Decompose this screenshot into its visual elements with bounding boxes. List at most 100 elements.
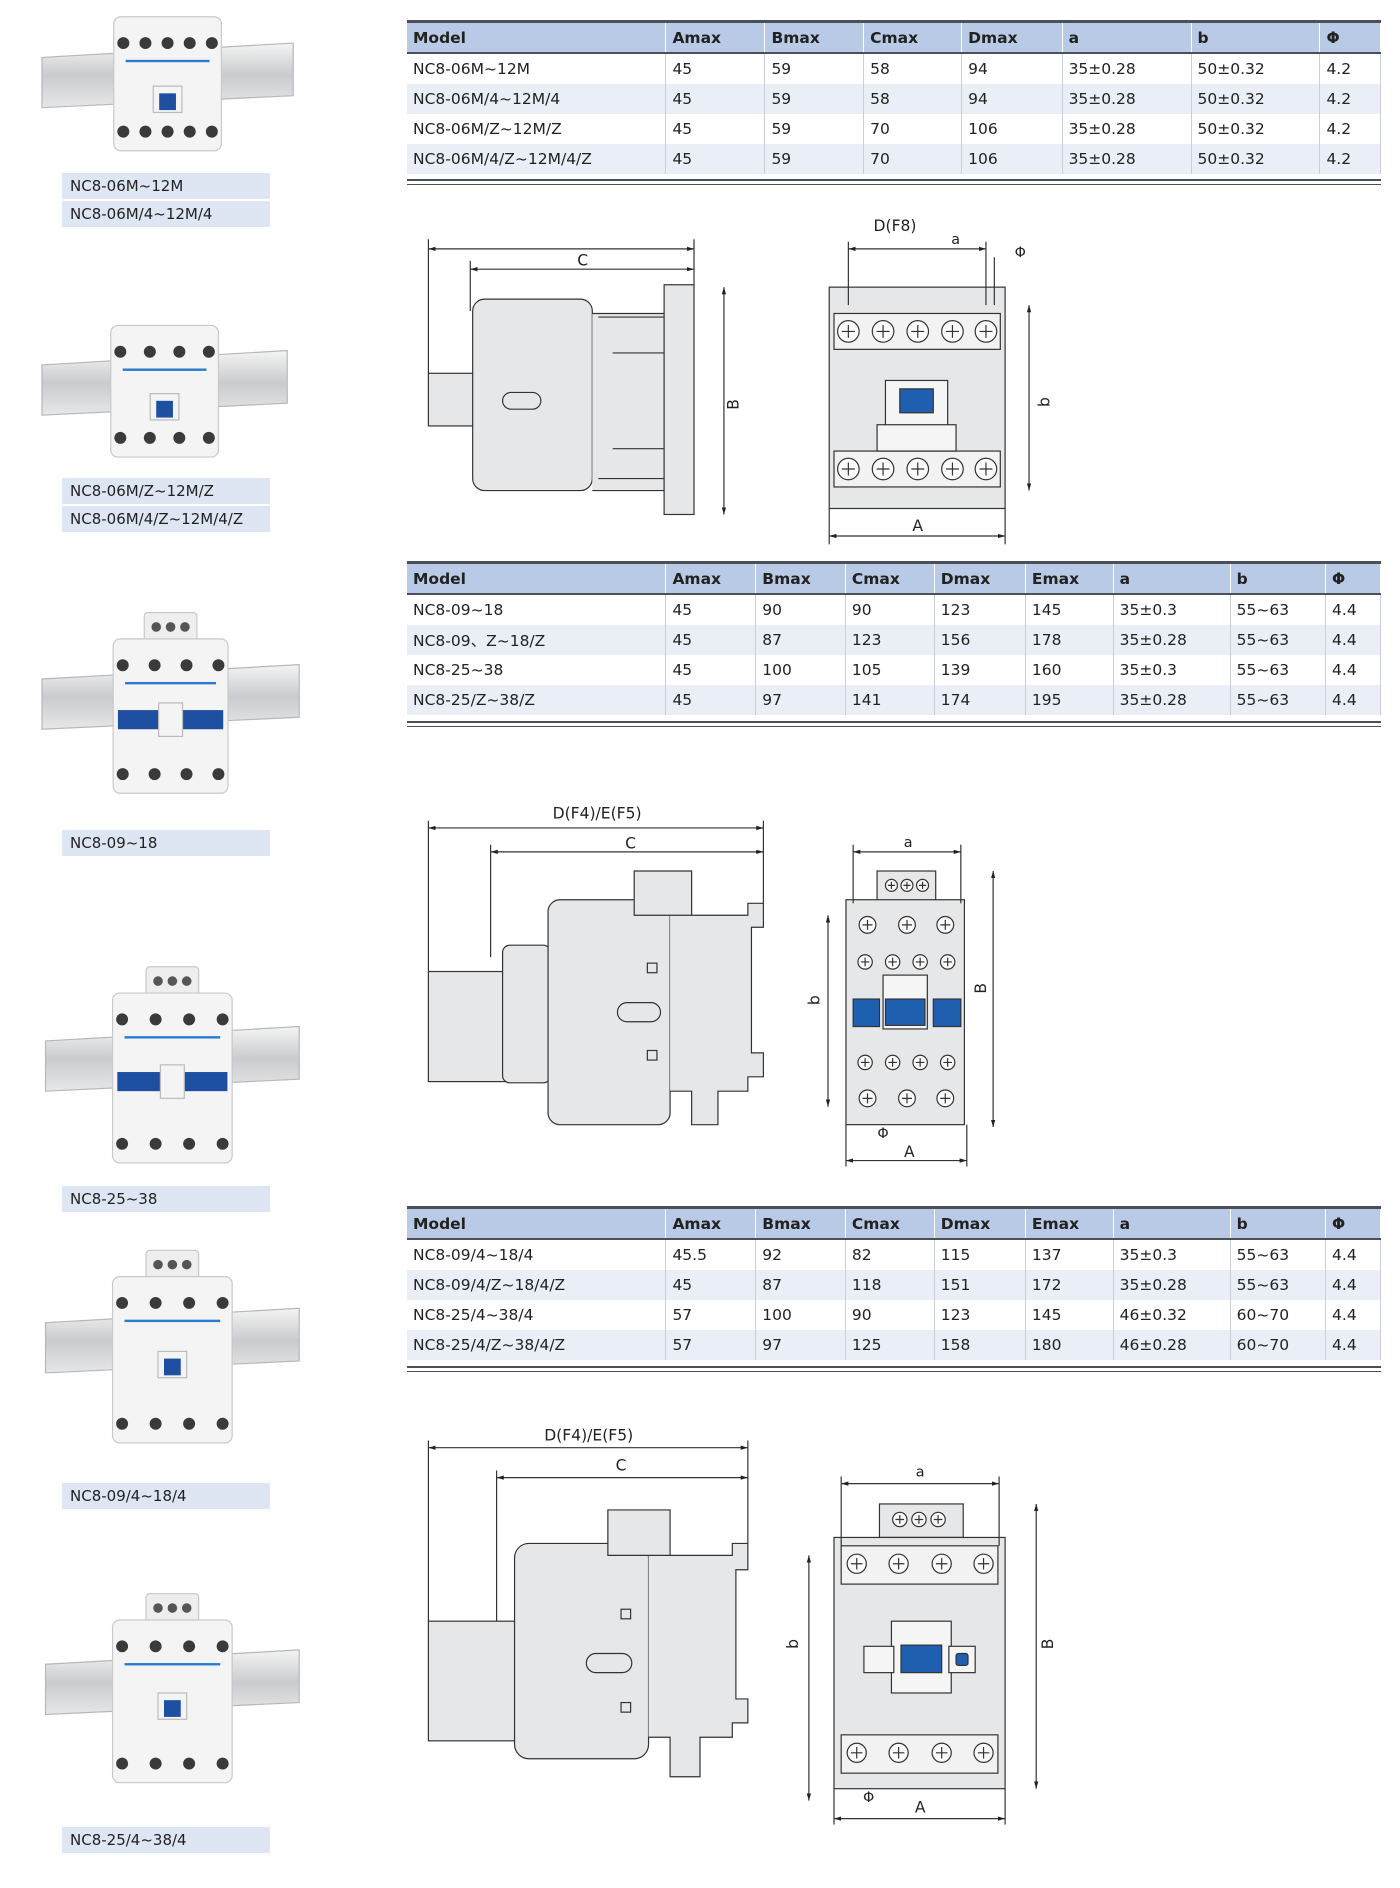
front-view: a b B Φ A: [806, 835, 996, 1167]
screw-slot: [945, 462, 959, 476]
screw-slot: [850, 1747, 863, 1759]
column-header: Φ: [1325, 1207, 1381, 1240]
table-cell: 106: [961, 144, 1063, 174]
product-label: NC8-06M/4/Z~12M/4/Z: [62, 506, 270, 534]
terminal-screw-icon: [153, 1603, 163, 1613]
dim-label-a: a: [916, 1464, 925, 1480]
screw-slot: [935, 1558, 948, 1570]
table-cell: 59: [764, 144, 865, 174]
table-cell: 55~63: [1230, 685, 1327, 715]
dim-label-b: b: [806, 995, 824, 1005]
table-cell: 195: [1025, 685, 1114, 715]
terminal-screw-icon: [912, 954, 928, 970]
terminal-screw-icon: [974, 457, 998, 481]
terminal-screw-icon: [898, 1089, 916, 1108]
table-cell: 45: [665, 655, 757, 685]
table-cell: 82: [845, 1239, 935, 1270]
blue-stripe: [124, 1319, 221, 1323]
product-image: [41, 16, 294, 152]
table-cell: NC8-09~18: [407, 594, 667, 625]
table-cell: 100: [755, 1300, 846, 1330]
screw-slot: [895, 1515, 905, 1524]
terminal-screw-icon: [116, 1137, 129, 1150]
table-cell: 158: [934, 1330, 1026, 1360]
table-cell: 35±0.28: [1113, 625, 1231, 655]
terminal-screw-icon: [212, 768, 225, 781]
terminal-screw-icon: [915, 878, 930, 892]
terminal-screw-icon: [888, 1553, 909, 1574]
table-cell: 50±0.32: [1191, 114, 1321, 144]
terminal-screw-icon: [941, 320, 964, 343]
terminal-screw-icon: [173, 345, 186, 358]
table-cell: 35±0.28: [1062, 144, 1192, 174]
screw-slot: [940, 1093, 951, 1104]
screw-slot: [876, 324, 890, 338]
table-cell: 60~70: [1230, 1330, 1327, 1360]
product-label: NC8-09~18: [62, 830, 270, 858]
dim-label-B: B: [1039, 1639, 1057, 1650]
table-cell: 125: [845, 1330, 935, 1360]
terminal-screw-icon: [871, 320, 895, 343]
product-image: [41, 324, 288, 458]
terminal-screw-icon: [931, 1553, 952, 1574]
blue-indicator: [156, 400, 173, 418]
terminal-screw-icon: [116, 1417, 129, 1430]
side-view: C B: [427, 239, 742, 516]
table-cell: 180: [1025, 1330, 1114, 1360]
side-view: D(F4)/E(F5) C: [427, 1427, 749, 1778]
table-cell: 4.2: [1319, 114, 1381, 144]
table-cell: 35±0.28: [1062, 84, 1192, 114]
terminal-screw-icon: [173, 431, 186, 444]
table-cell: 97: [755, 1330, 846, 1360]
table-cell: 35±0.28: [1113, 685, 1231, 715]
terminal-screw-icon: [161, 37, 174, 50]
column-header: Amax: [665, 562, 757, 595]
table-cell: 97: [755, 685, 846, 715]
terminal-screw-icon: [930, 1511, 946, 1528]
blue-stripe: [125, 681, 217, 685]
table-cell: NC8-25/Z~38/Z: [407, 685, 667, 715]
dim-label-phi: Φ: [863, 1790, 874, 1806]
terminal-screw-icon: [143, 345, 156, 358]
table-cell: 4.4: [1325, 685, 1381, 715]
terminal-screw-icon: [216, 1757, 229, 1770]
screw-slot: [841, 462, 855, 476]
table-cell: 45: [665, 1270, 757, 1300]
terminal-screw-icon: [216, 1137, 229, 1150]
column-header: Dmax: [961, 21, 1063, 54]
terminal-screw-icon: [183, 1137, 196, 1150]
terminal-screw-icon: [836, 320, 860, 343]
table-cell: 94: [961, 84, 1063, 114]
table-cell: 35±0.28: [1062, 114, 1192, 144]
table-cell: 57: [665, 1330, 757, 1360]
column-header: Bmax: [764, 21, 865, 54]
table-cell: 160: [1025, 655, 1114, 685]
table-cell: 70: [863, 144, 963, 174]
terminal-screw-icon: [148, 659, 161, 672]
product-label-group: NC8-06M~12M NC8-06M/4~12M/4: [62, 173, 270, 229]
terminal-screw-icon: [114, 431, 127, 444]
terminal-screw-icon: [143, 431, 156, 444]
terminal-screw-icon: [117, 125, 130, 138]
dim-label-d: D(F8): [874, 217, 917, 235]
table-cell: 139: [934, 655, 1026, 685]
terminal-screw-icon: [181, 1259, 192, 1270]
column-header: Dmax: [934, 1207, 1026, 1240]
terminal-screw-icon: [180, 622, 190, 632]
terminal-screw-icon: [181, 976, 192, 986]
table-cell: 4.4: [1325, 655, 1381, 685]
product-label: NC8-06M/Z~12M/Z: [62, 478, 270, 506]
screw-slot: [888, 957, 897, 967]
screw-slot: [945, 324, 959, 338]
table-cell: NC8-09/4~18/4: [407, 1239, 667, 1270]
screw-slot: [850, 1558, 863, 1570]
column-header: Cmax: [845, 562, 935, 595]
column-header: a: [1113, 562, 1231, 595]
